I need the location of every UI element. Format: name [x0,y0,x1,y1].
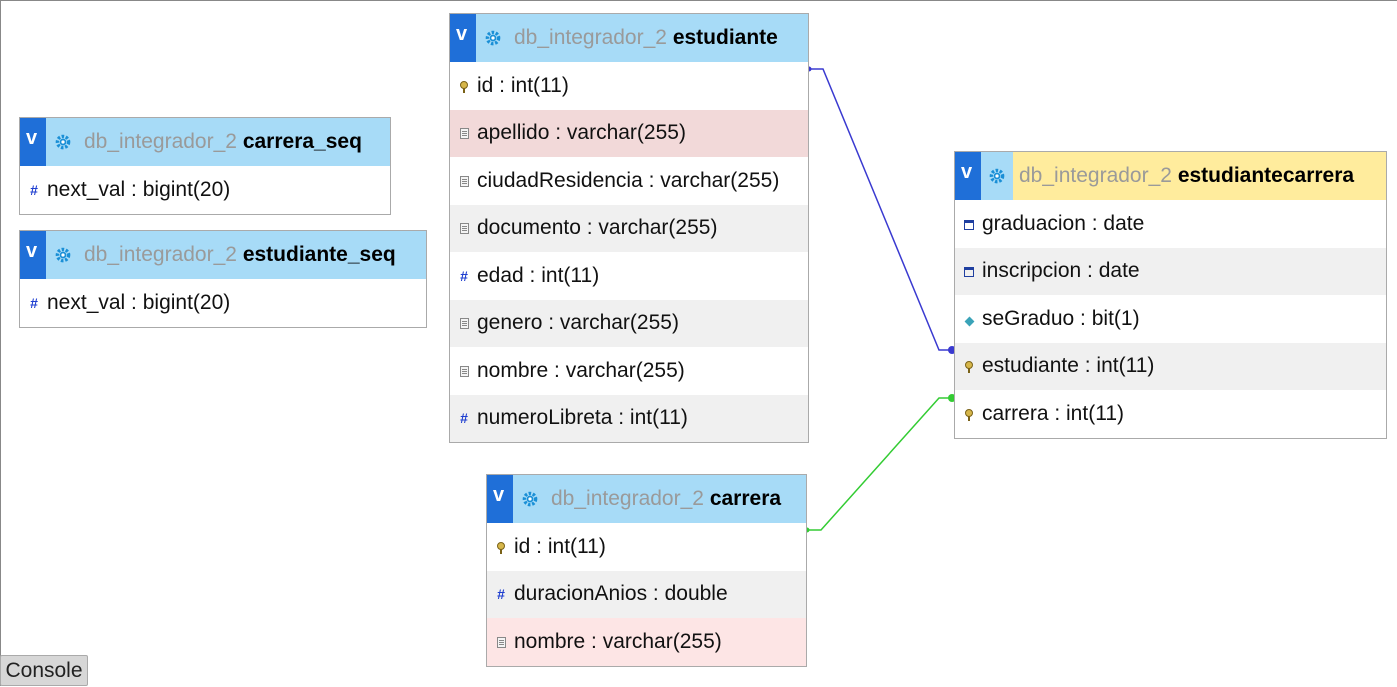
table-estudiante[interactable]: v db_integrador_2 estudiante id : int(11… [449,13,809,443]
column-row[interactable]: id : int(11) [487,523,806,571]
text-icon [459,318,469,330]
database-name: db_integrador_2 [84,130,237,153]
table-title: db_integrador_2 estudiante_seq [84,243,396,267]
table-name: carrera_seq [242,130,362,153]
table-name: estudiantecarrera [1177,164,1355,187]
column-row[interactable]: #duracionAnios : double [487,570,806,618]
text-icon [496,636,506,648]
gear-icon[interactable] [981,152,1013,200]
column-row[interactable]: #edad : int(11) [450,252,808,300]
table-name: estudiante [672,26,778,49]
relation-line-estudiante [809,68,954,351]
table-header[interactable]: v db_integrador_2 carrera [487,475,806,523]
database-name: db_integrador_2 [551,487,704,510]
number-icon: # [30,181,38,198]
toggle-columns-button[interactable]: v [955,152,981,200]
column-row[interactable]: apellido : varchar(255) [450,109,808,157]
column-row[interactable]: genero : varchar(255) [450,299,808,347]
table-title: db_integrador_2 estudiantecarrera [1019,164,1354,188]
table-name: estudiante_seq [242,243,396,266]
gear-icon[interactable] [476,14,510,62]
relation-line-carrera [807,397,954,531]
date-icon [964,219,974,230]
primary-key-icon [460,80,468,93]
console-button[interactable]: Console [0,655,88,686]
column-row[interactable]: nombre : varchar(255) [487,618,806,666]
number-icon: # [30,294,38,311]
number-icon: # [460,410,468,427]
column-row[interactable]: #next_val : bigint(20) [20,166,390,214]
table-carrera[interactable]: v db_integrador_2 carrera id : int(11) #… [486,474,807,667]
table-name: carrera [709,487,782,510]
column-row[interactable]: seGraduo : bit(1) [955,295,1386,343]
primary-key-icon [965,361,973,374]
bit-icon [964,316,974,327]
primary-key-icon [497,541,505,554]
column-row[interactable]: id : int(11) [450,62,808,110]
column-row[interactable]: carrera : int(11) [955,390,1386,438]
table-header[interactable]: v db_integrador_2 estudiante_seq [20,231,426,279]
date-icon [964,267,974,278]
column-row[interactable]: #numeroLibreta : int(11) [450,394,808,442]
table-estudiantecarrera[interactable]: v db_integrador_2 estudiantecarrera grad… [954,151,1387,439]
table-header[interactable]: v db_integrador_2 estudiantecarrera [955,152,1386,200]
column-row[interactable]: inscripcion : date [955,247,1386,295]
text-icon [459,223,469,235]
column-row[interactable]: ciudadResidencia : varchar(255) [450,157,808,205]
column-row[interactable]: graduacion : date [955,200,1386,248]
toggle-columns-button[interactable]: v [20,231,46,279]
toggle-columns-button[interactable]: v [20,118,46,166]
table-header[interactable]: v db_integrador_2 carrera_seq [20,118,390,166]
database-name: db_integrador_2 [514,26,667,49]
table-estudiante-seq[interactable]: v db_integrador_2 estudiante_seq #next_v… [19,230,427,328]
text-icon [459,365,469,377]
column-row[interactable]: estudiante : int(11) [955,342,1386,390]
table-title: db_integrador_2 carrera [551,487,781,511]
gear-icon[interactable] [46,231,80,279]
table-header[interactable]: v db_integrador_2 estudiante [450,14,808,62]
column-row[interactable]: #next_val : bigint(20) [20,279,426,327]
table-title: db_integrador_2 carrera_seq [84,130,362,154]
text-icon [459,128,469,140]
toggle-columns-button[interactable]: v [487,475,513,523]
table-carrera-seq[interactable]: v db_integrador_2 carrera_seq #next_val … [19,117,391,215]
number-icon: # [460,267,468,284]
column-row[interactable]: documento : varchar(255) [450,204,808,252]
toggle-columns-button[interactable]: v [450,14,476,62]
text-icon [459,175,469,187]
primary-key-icon [965,408,973,421]
table-title: db_integrador_2 estudiante [514,26,778,50]
column-row[interactable]: nombre : varchar(255) [450,347,808,395]
database-name: db_integrador_2 [84,243,237,266]
number-icon: # [497,586,505,603]
gear-icon[interactable] [513,475,547,523]
database-name: db_integrador_2 [1019,164,1172,187]
gear-icon[interactable] [46,118,80,166]
